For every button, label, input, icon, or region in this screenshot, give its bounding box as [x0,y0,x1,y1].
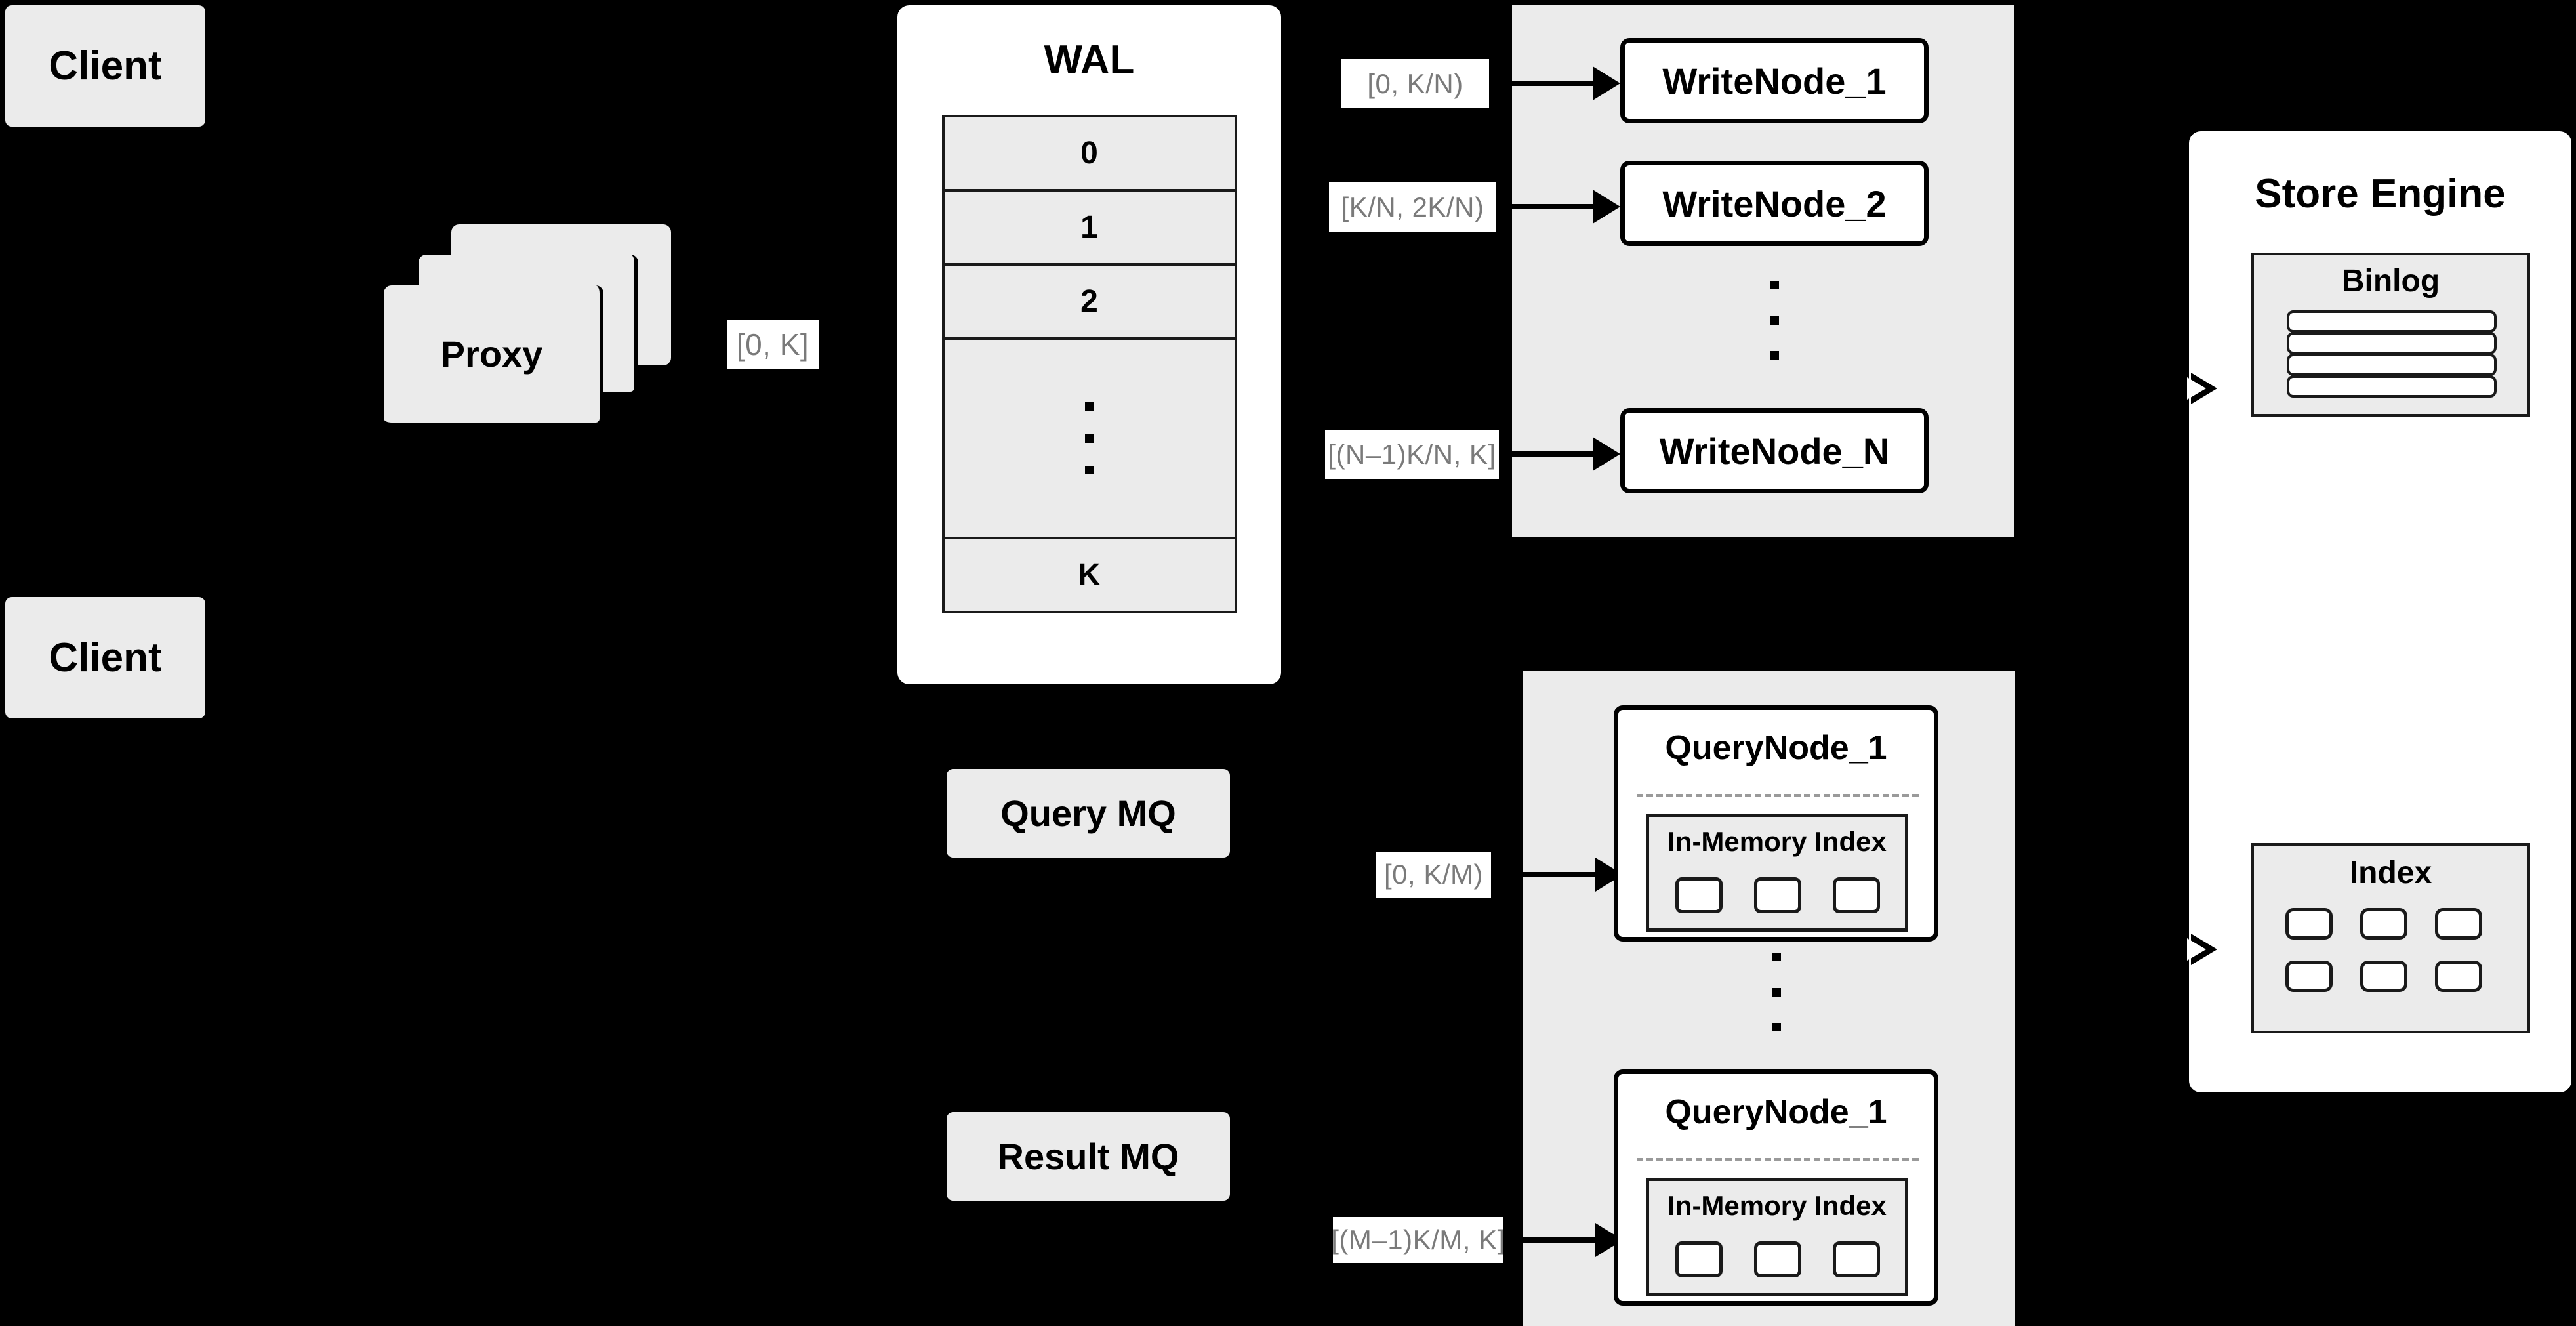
wal-row[interactable]: 1 [944,192,1235,266]
query-mq-label: Query MQ [1000,793,1176,834]
arrow-head-write-node-1 [1593,66,1620,100]
write-node-n-range-label: [(N–1)K/N, K] [1325,430,1499,479]
arrow-to-query-node-m [1523,1237,1608,1243]
result-mq-label: Result MQ [997,1136,1179,1177]
arrow-head-write-node-n [1593,437,1620,471]
memory-index-cell[interactable] [1754,877,1801,913]
query-node-m-memory-index-title: In-Memory Index [1667,1190,1887,1221]
memory-index-cell[interactable] [1675,877,1723,913]
write-node-n-label: WriteNode_N [1659,430,1890,472]
client-box-1[interactable]: Client [5,5,205,127]
wal-title: WAL [1044,37,1135,83]
index-cell[interactable] [2285,961,2333,992]
index-cell[interactable] [2435,961,2482,992]
query-mq-box[interactable]: Query MQ [947,769,1230,858]
arrow-to-index [2135,947,2194,951]
binlog-title: Binlog [2341,264,2440,299]
query-node-m[interactable]: QueryNode_1 In-Memory Index [1614,1069,1938,1306]
memory-index-cell[interactable] [1833,877,1880,913]
wal-table: 0 1 2 K [941,115,1237,613]
memory-index-cell[interactable] [1833,1241,1880,1277]
wal-row[interactable]: 0 [944,117,1235,192]
memory-index-cell[interactable] [1754,1241,1801,1277]
client-box-2[interactable]: Client [5,597,205,718]
memory-index-cell[interactable] [1675,1241,1723,1277]
proxy-card-front[interactable]: Proxy [384,285,603,426]
write-node-1-range-label: [0, K/N) [1341,59,1489,108]
binlog-slot[interactable] [2287,354,2497,376]
arrow-to-binlog [2135,386,2194,390]
write-cluster-ellipsis [1769,281,1780,360]
query-node-1-label: QueryNode_1 [1665,729,1887,767]
query-cluster-ellipsis [1771,953,1782,1031]
query-node-1[interactable]: QueryNode_1 In-Memory Index [1614,705,1938,942]
write-node-2[interactable]: WriteNode_2 [1620,161,1929,246]
query-node-m-divider [1637,1158,1919,1161]
store-engine-title: Store Engine [2255,171,2506,217]
write-node-n[interactable]: WriteNode_N [1620,408,1929,493]
arrow-head-index [2187,934,2217,965]
write-node-1-label: WriteNode_1 [1662,60,1887,102]
arrow-to-write-node-n [1501,451,1606,457]
client-label-2: Client [49,635,162,680]
proxy-stack[interactable]: Proxy [384,217,679,433]
arrow-to-write-node-2 [1501,204,1606,209]
index-cell[interactable] [2360,908,2407,940]
index-cell[interactable] [2360,961,2407,992]
store-engine-panel: Store Engine Binlog Index [2189,131,2571,1092]
index-cell[interactable] [2435,908,2482,940]
index-cell[interactable] [2285,908,2333,940]
query-node-m-label: QueryNode_1 [1665,1093,1887,1131]
wal-row[interactable]: K [1078,557,1101,592]
wal-ellipsis-dots [1085,402,1094,475]
query-node-m-memory-index: In-Memory Index [1646,1178,1908,1296]
binlog-slot[interactable] [2287,332,2497,354]
wal-row-ellipsis [944,340,1235,539]
query-node-m-range-label: [(M–1)K/M, K] [1331,1217,1505,1263]
index-title: Index [2349,856,2432,890]
client-label-1: Client [49,43,162,89]
query-node-1-divider [1637,794,1919,797]
query-node-1-range-label: [0, K/M) [1376,852,1491,898]
write-node-2-label: WriteNode_2 [1662,182,1887,224]
binlog-section: Binlog [2251,253,2530,417]
arrow-head-write-node-2 [1593,190,1620,224]
arrow-head-binlog [2187,373,2217,404]
result-mq-box[interactable]: Result MQ [947,1112,1230,1201]
index-section: Index [2251,843,2530,1033]
wal-row[interactable]: 2 [944,266,1235,341]
arrow-to-write-node-1 [1501,81,1606,86]
binlog-slot[interactable] [2287,375,2497,398]
binlog-slot[interactable] [2287,310,2497,333]
proxy-range-label: [0, K] [727,320,819,369]
wal-panel: WAL 0 1 2 K [897,5,1281,684]
write-node-2-range-label: [K/N, 2K/N) [1329,182,1496,232]
arrow-to-query-node-1 [1523,872,1608,877]
query-node-1-memory-index-title: In-Memory Index [1667,826,1887,857]
query-node-1-memory-index: In-Memory Index [1646,814,1908,932]
proxy-label: Proxy [440,333,543,375]
write-node-1[interactable]: WriteNode_1 [1620,38,1929,123]
